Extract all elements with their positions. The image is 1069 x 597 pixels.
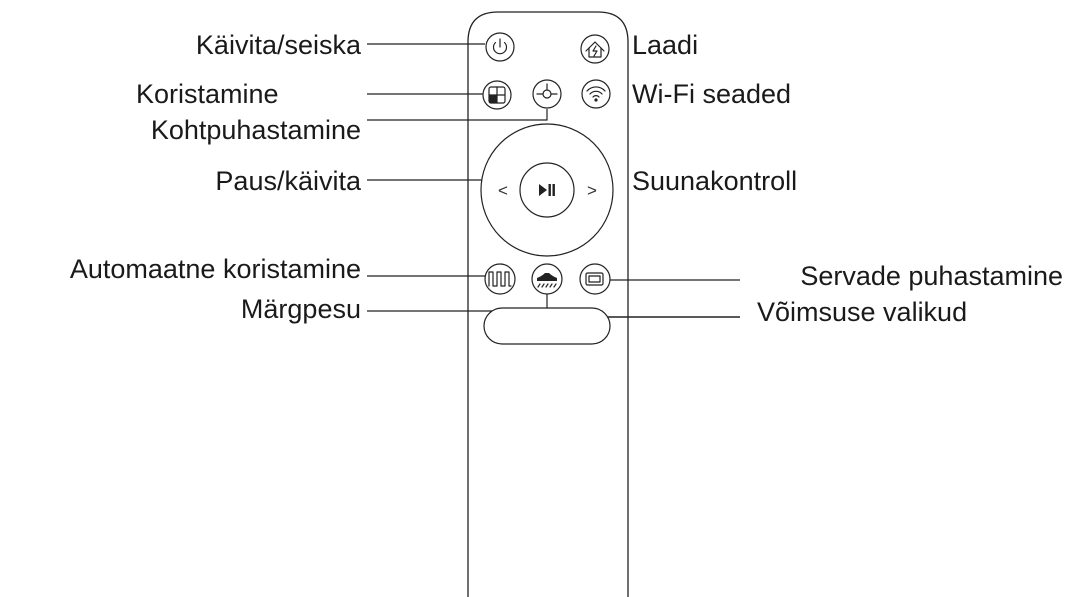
play-pause-icon [539, 184, 555, 196]
auto-clean-button[interactable] [484, 263, 516, 295]
label-spot: Kohtpuhastamine [151, 115, 361, 145]
label-direction: Suunakontroll [632, 166, 797, 196]
label-wifi: Wi-Fi seaded [632, 79, 791, 109]
spot-target-icon [536, 83, 558, 99]
chevron-left-icon: < [498, 181, 508, 200]
clean-button[interactable] [482, 80, 512, 110]
wifi-button[interactable] [581, 79, 611, 109]
label-pause: Paus/käivita [215, 166, 362, 196]
charge-button[interactable] [580, 34, 610, 64]
leader-spot [367, 109, 548, 121]
edge-clean-icon [585, 272, 604, 286]
power-options-button[interactable] [483, 307, 611, 345]
play-pause-button[interactable] [519, 162, 575, 218]
left-button[interactable]: < [498, 181, 508, 200]
label-edge: Servade puhastamine [800, 261, 1063, 291]
label-power: Käivita/seiska [196, 30, 362, 60]
power-button[interactable] [485, 32, 515, 62]
mop-button[interactable] [531, 263, 563, 295]
power-icon [492, 38, 508, 55]
label-auto: Automaatne koristamine [70, 254, 361, 284]
zigzag-icon [488, 271, 512, 287]
edge-clean-button[interactable] [579, 263, 611, 295]
wifi-icon [586, 86, 606, 102]
label-power-options: Võimsuse valikud [757, 297, 967, 327]
right-button[interactable]: > [587, 181, 597, 200]
label-mop: Märgpesu [241, 294, 361, 324]
mop-icon [537, 273, 557, 288]
label-charge: Laadi [632, 30, 698, 60]
room-grid-icon [488, 86, 506, 104]
label-clean: Koristamine [136, 79, 279, 109]
home-charge-icon [585, 41, 605, 58]
chevron-right-icon: > [587, 181, 597, 200]
spot-button[interactable] [532, 79, 562, 109]
